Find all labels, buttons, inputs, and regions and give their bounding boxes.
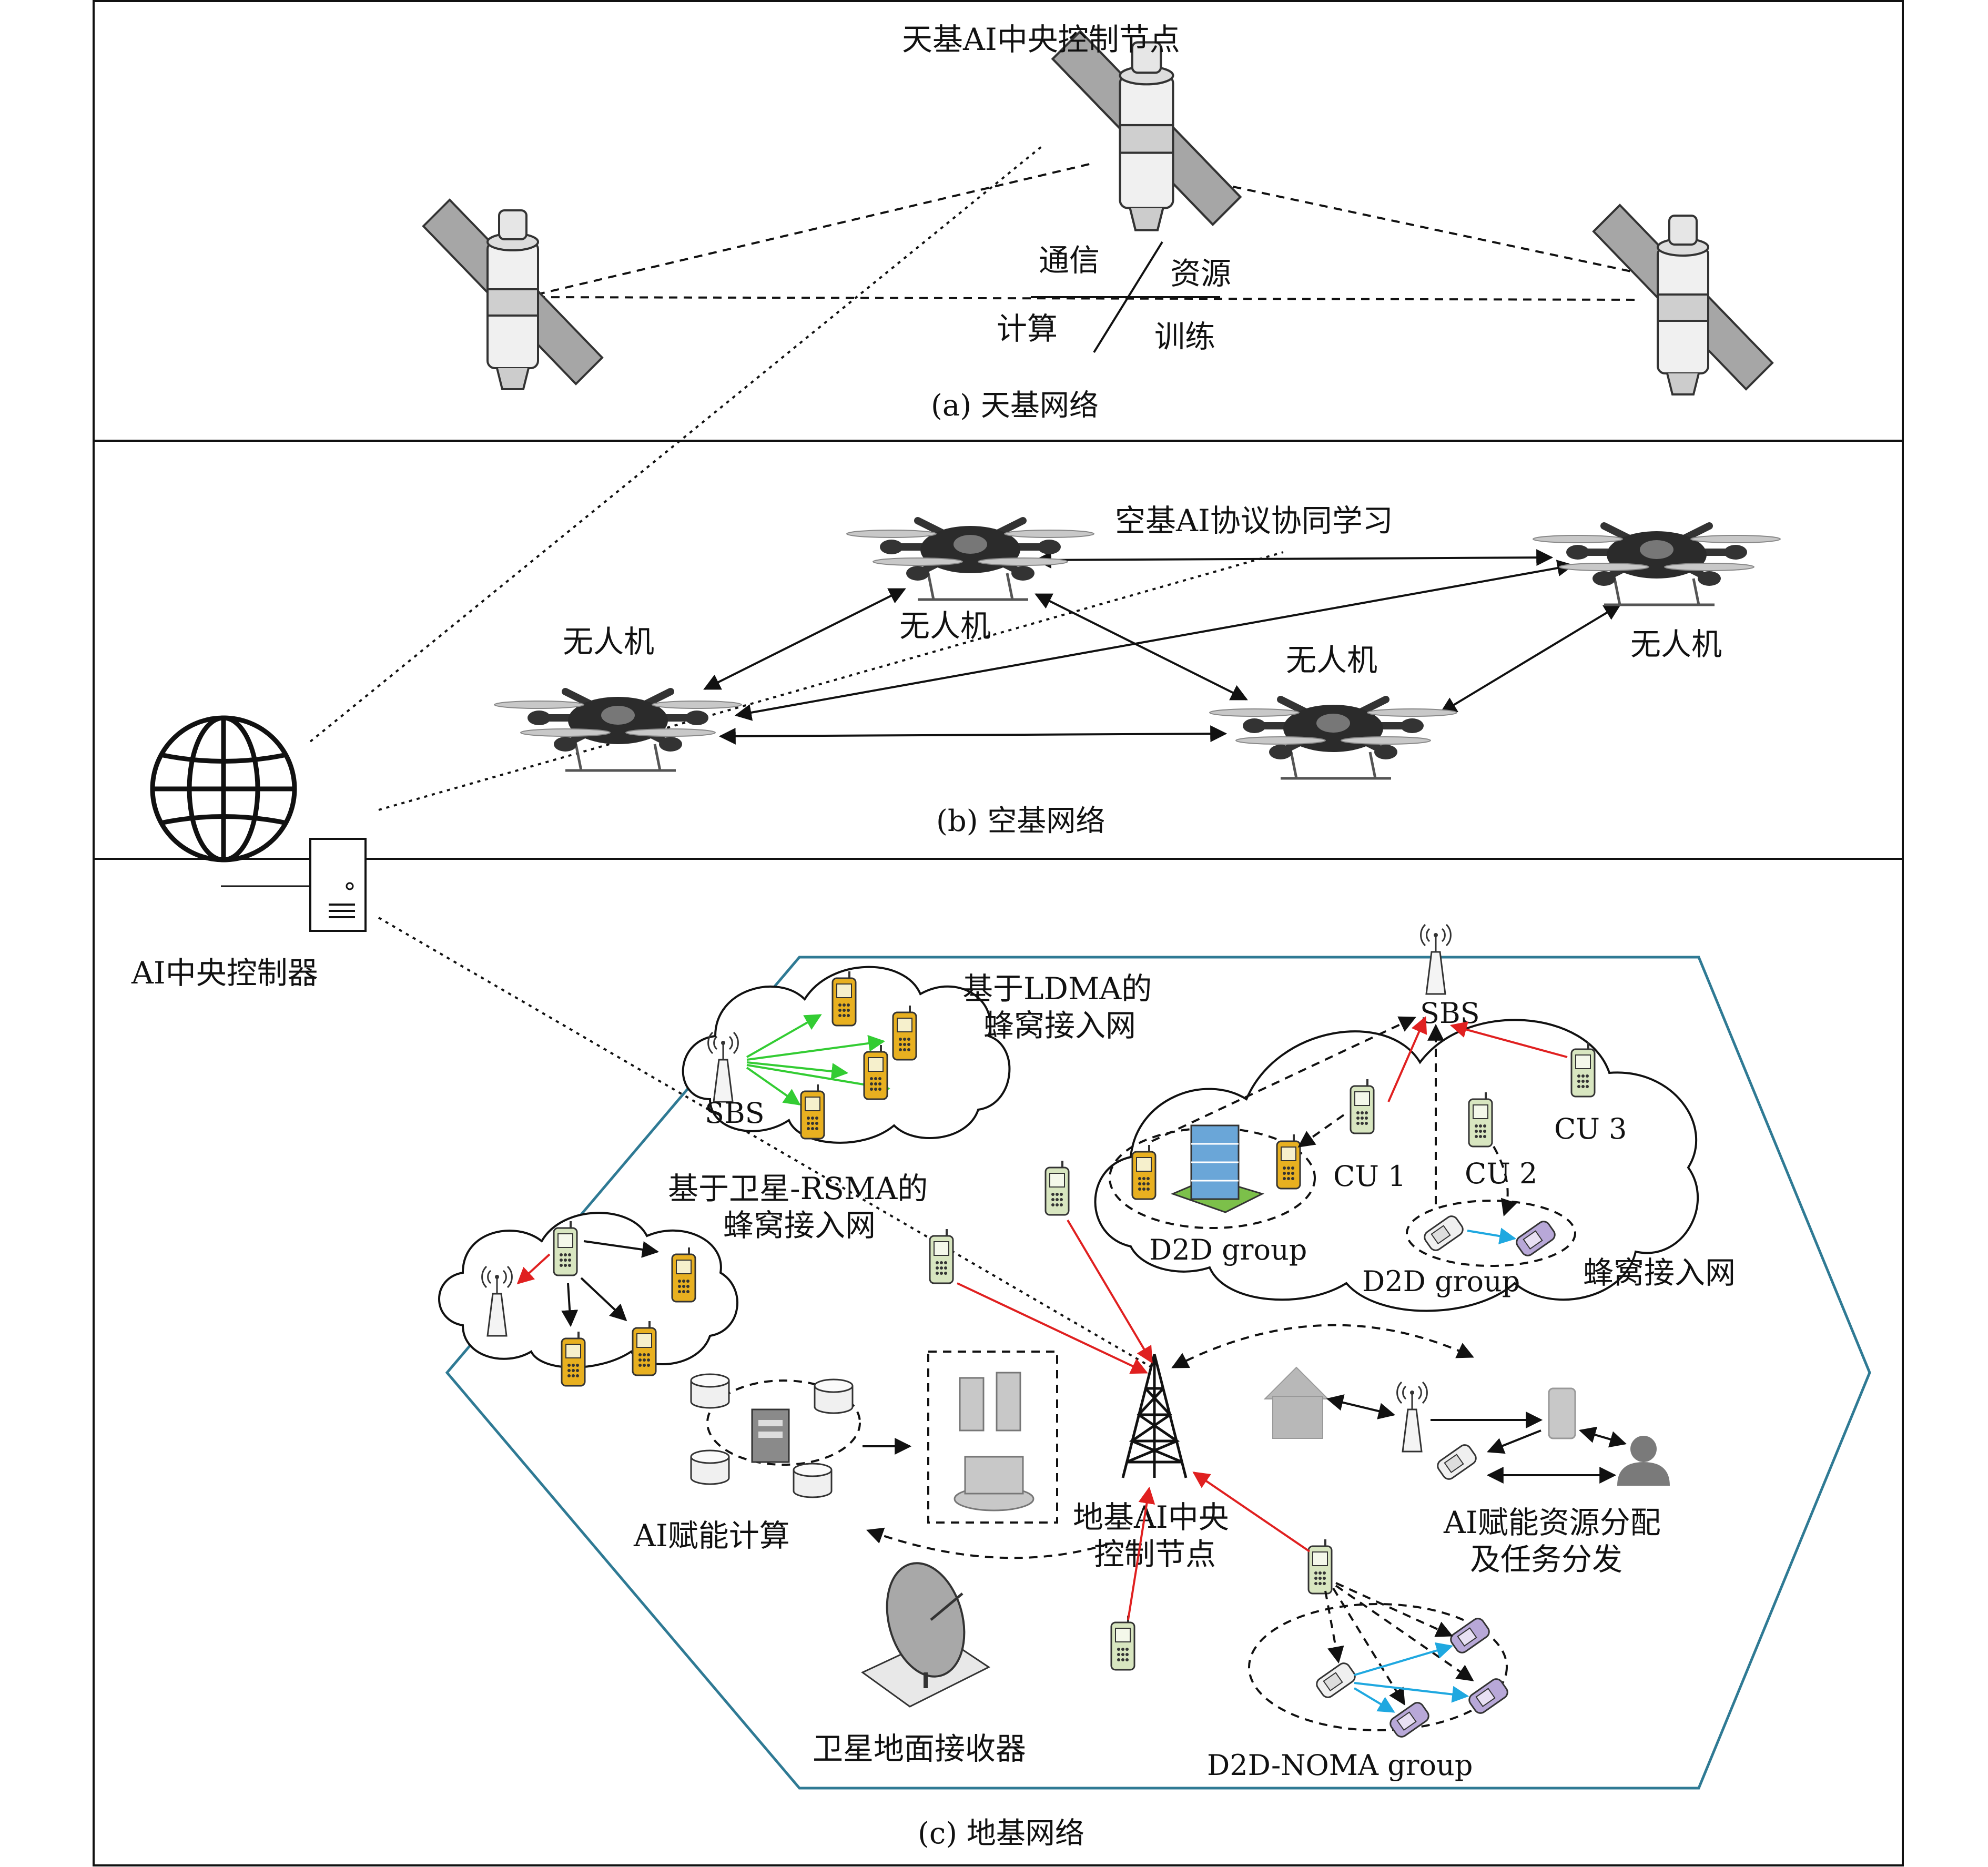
- rsma-label-2: 蜂窝接入网: [723, 1208, 876, 1243]
- phone-icon: [553, 1220, 578, 1276]
- cellular-arrows: [1151, 1016, 1568, 1245]
- rsma-label-1: 基于卫星-RSMA的: [668, 1171, 928, 1206]
- phone-icon: [671, 1246, 696, 1303]
- building-icon: [1170, 1124, 1265, 1213]
- uav-label-1: 无人机: [563, 624, 654, 659]
- phone-icon: [1447, 1615, 1493, 1656]
- phone-icon: [1468, 1091, 1493, 1148]
- receiver-label: 卫星地面接收器: [813, 1731, 1026, 1767]
- controller-label: AI中央控制器: [131, 955, 318, 991]
- smartphone-icon: [1548, 1387, 1576, 1439]
- alloc-arrows: [1326, 1394, 1627, 1484]
- drone-icon-4: [1210, 699, 1457, 778]
- phone-icon: [1131, 1144, 1157, 1200]
- center-label-1: 地基AI中央: [1073, 1499, 1229, 1535]
- ldma-label-1: 基于LDMA的: [962, 971, 1152, 1007]
- d2d-group-label-1: D2D group: [1149, 1233, 1307, 1266]
- uav-protocol-label: 空基AI协议协同学习: [1115, 503, 1393, 539]
- space-node-label: 天基AI中央控制节点: [902, 22, 1180, 57]
- database-icon: [814, 1378, 854, 1414]
- noma-arrows: [1324, 1582, 1474, 1713]
- panel-ground-frame: [93, 858, 1904, 1866]
- tower-icon: [1121, 1354, 1188, 1478]
- rsma-red-arrow: [516, 1253, 551, 1285]
- cellular-label: 蜂窝接入网: [1583, 1255, 1736, 1291]
- phone-icon: [561, 1331, 586, 1387]
- space-caption: (a) 天基网络: [931, 389, 1099, 423]
- phone-icon: [632, 1320, 657, 1376]
- uav-label-3: 无人机: [1286, 642, 1377, 678]
- antenna-icon-alloc: [1396, 1381, 1428, 1453]
- house-icon: [1263, 1366, 1330, 1439]
- phone-icon: [1570, 1041, 1596, 1098]
- sbs-antenna-right: [1420, 924, 1452, 995]
- quad-compute-label: 计算: [997, 311, 1058, 347]
- sbs-label-left: SBS: [705, 1097, 765, 1130]
- database-icon: [690, 1373, 730, 1409]
- drone-icon-2: [1533, 526, 1780, 605]
- database-icon: [690, 1449, 730, 1485]
- uav-links: [703, 549, 1621, 745]
- space-links: [536, 162, 1641, 353]
- sbs-label-right: SBS: [1420, 997, 1480, 1030]
- tower-dashed-links: [866, 1324, 1474, 1559]
- alloc-label-2: 及任务分发: [1470, 1541, 1622, 1577]
- drone-icon-3: [494, 692, 742, 770]
- quad-train-label: 训练: [1154, 319, 1215, 354]
- cloud-rsma: [438, 1212, 738, 1368]
- cu1-label: CU 1: [1333, 1160, 1406, 1193]
- satellite-icon-right: [1593, 204, 1773, 395]
- phone-icon: [831, 970, 857, 1027]
- ldma-label-2: 蜂窝接入网: [983, 1008, 1136, 1043]
- phone-icon: [800, 1083, 825, 1140]
- center-label-2: 控制节点: [1094, 1536, 1216, 1572]
- phone-icon: [1313, 1660, 1358, 1701]
- compute-label: AI赋能计算: [633, 1518, 790, 1554]
- satellite-icon-left: [422, 199, 603, 390]
- phone-icon: [929, 1228, 954, 1284]
- phone-icon: [1350, 1078, 1375, 1134]
- air-caption: (b) 空基网络: [936, 804, 1105, 838]
- datacenter-icon: [954, 1372, 1034, 1511]
- drone-icon-1: [847, 521, 1094, 600]
- quad-comm-label: 通信: [1039, 242, 1100, 278]
- server-icon: [309, 838, 367, 932]
- cloud-ldma: [682, 966, 1011, 1144]
- alloc-label-1: AI赋能资源分配: [1443, 1505, 1661, 1540]
- compute-server-icon: [751, 1408, 790, 1463]
- uav-label-4: 无人机: [1630, 626, 1722, 662]
- cu2-label: CU 2: [1465, 1157, 1537, 1190]
- person-icon: [1617, 1436, 1670, 1486]
- phone-icon: [1110, 1615, 1135, 1671]
- phone-icon: [1276, 1133, 1301, 1190]
- uav-label-2: 无人机: [899, 608, 991, 644]
- coverage-hexagon: [445, 956, 1871, 1790]
- phone-icon: [1044, 1160, 1070, 1216]
- uplink-arrows: [957, 1219, 1311, 1620]
- globe-icon: [150, 715, 297, 863]
- satellite-icon-center: [1053, 32, 1241, 230]
- phone-icon: [1307, 1538, 1333, 1595]
- database-icon: [793, 1463, 833, 1498]
- phone-icon: [1387, 1699, 1432, 1740]
- dish-icon: [861, 1562, 990, 1708]
- quad-resource-label: 资源: [1170, 256, 1231, 291]
- phone-icon: [892, 1004, 917, 1061]
- phone-icon: [1434, 1442, 1479, 1483]
- rsma-arrows: [561, 1240, 660, 1327]
- noma-label: D2D-NOMA group: [1207, 1749, 1473, 1782]
- ground-caption: (c) 地基网络: [918, 1817, 1084, 1851]
- d2d-group-label-2: D2D group: [1362, 1265, 1520, 1298]
- phone-icon: [863, 1044, 888, 1100]
- cu3-label: CU 3: [1554, 1112, 1627, 1145]
